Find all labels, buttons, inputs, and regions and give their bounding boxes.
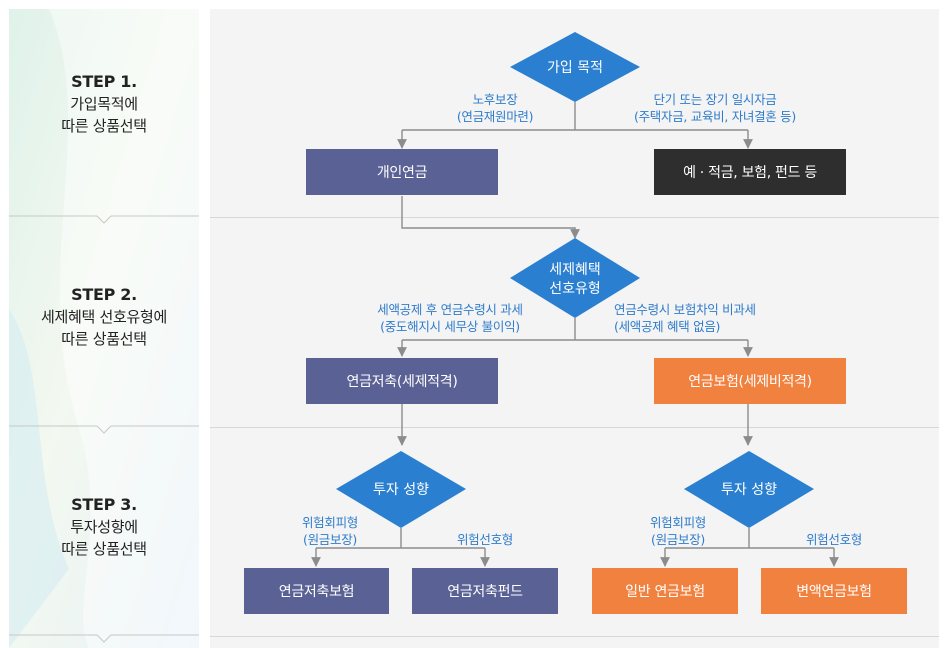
retirement-label-line2: (연금재원마련) — [456, 109, 534, 124]
section-divider-1 — [210, 217, 939, 218]
non-taxable-label-line1: 연금수령시 보험차익 비과세 — [614, 302, 756, 317]
invest-right-diamond — [684, 451, 814, 528]
tax-text-line2: 선호유형 — [549, 281, 601, 297]
step-3-line2: 따른 상품선택 — [61, 540, 147, 558]
risk-averse-right-line2: (원금보장) — [651, 532, 705, 547]
retirement-label-line1: 노후보장 — [472, 92, 518, 107]
step-1: STEP 1. 가입목적에 따른 상품선택 — [9, 71, 199, 137]
risk-averse-left-line2: (원금보장) — [303, 532, 357, 547]
step-1-line1: 가입목적에 — [70, 95, 138, 113]
lump-sum-label-line2: (주택자금, 교육비, 자녀결혼 등) — [634, 109, 796, 124]
step-3-title: STEP 3. — [71, 495, 137, 514]
step-3: STEP 3. 투자성향에 따른 상품선택 — [9, 494, 199, 560]
risk-averse-left-line1: 위험회피형 — [301, 515, 358, 530]
step-column: STEP 1. 가입목적에 따른 상품선택 STEP 2. 세제혜택 선호유형에… — [9, 9, 199, 648]
step-1-line2: 따른 상품선택 — [61, 117, 147, 135]
section-divider-3 — [210, 636, 939, 637]
tax-text-line1: 세제혜택 — [549, 262, 601, 278]
pension-savings-fund-box: 연금저축펀드 — [412, 568, 558, 614]
step-2-line1: 세제혜택 선호유형에 — [41, 308, 167, 326]
step-2-line2: 따른 상품선택 — [61, 330, 147, 348]
purpose-diamond — [510, 32, 640, 102]
invest-right-text: 투자 성향 — [721, 482, 777, 498]
tax-deduction-label: 세액공제 후 연금수령시 과세 (중도해지시 세무상 불이익) — [340, 301, 560, 335]
step-column-background — [9, 9, 199, 648]
risk-seeking-left-label: 위험선호형 — [456, 532, 513, 547]
pension-savings-insurance-box: 연금저축보험 — [244, 568, 389, 614]
step-2: STEP 2. 세제혜택 선호유형에 따른 상품선택 — [9, 284, 199, 350]
tax-diamond — [510, 238, 640, 318]
pension-insurance-box: 연금보험(세제비적격) — [654, 358, 846, 404]
retirement-label: 노후보장 (연금재원마련) — [440, 91, 550, 125]
variable-pension-insurance-box: 변액연금보험 — [761, 568, 907, 614]
step-2-title: STEP 2. — [71, 285, 137, 304]
section-divider-2 — [210, 427, 939, 428]
invest-left-text: 투자 성향 — [373, 482, 429, 498]
risk-seeking-right-label: 위험선호형 — [805, 532, 862, 547]
step-3-line1: 투자성향에 — [70, 518, 138, 536]
invest-left-diamond — [336, 451, 466, 528]
step-1-title: STEP 1. — [71, 72, 137, 91]
personal-pension-box: 개인연금 — [306, 149, 498, 195]
tax-deduction-label-line2: (중도해지시 세무상 불이익) — [380, 319, 520, 334]
risk-averse-right-line1: 위험회피형 — [649, 515, 706, 530]
risk-averse-left-label: 위험회피형 (원금보장) — [280, 514, 380, 548]
savings-etc-box: 예 · 적금, 보험, 펀드 등 — [654, 149, 846, 195]
non-taxable-label-line2: (세액공제 혜택 없음) — [614, 319, 721, 334]
risk-averse-right-label: 위험회피형 (원금보장) — [628, 514, 728, 548]
general-pension-insurance-box: 일반 연금보험 — [592, 568, 738, 614]
lump-sum-label-line1: 단기 또는 장기 일시자금 — [653, 92, 777, 107]
tax-deduction-label-line1: 세액공제 후 연금수령시 과세 — [377, 302, 523, 317]
lump-sum-label: 단기 또는 장기 일시자금 (주택자금, 교육비, 자녀결혼 등) — [600, 91, 830, 125]
purpose-text: 가입 목적 — [547, 60, 603, 76]
non-taxable-label: 연금수령시 보험차익 비과세 (세액공제 혜택 없음) — [614, 301, 814, 335]
pension-savings-box: 연금저축(세제적격) — [306, 358, 498, 404]
